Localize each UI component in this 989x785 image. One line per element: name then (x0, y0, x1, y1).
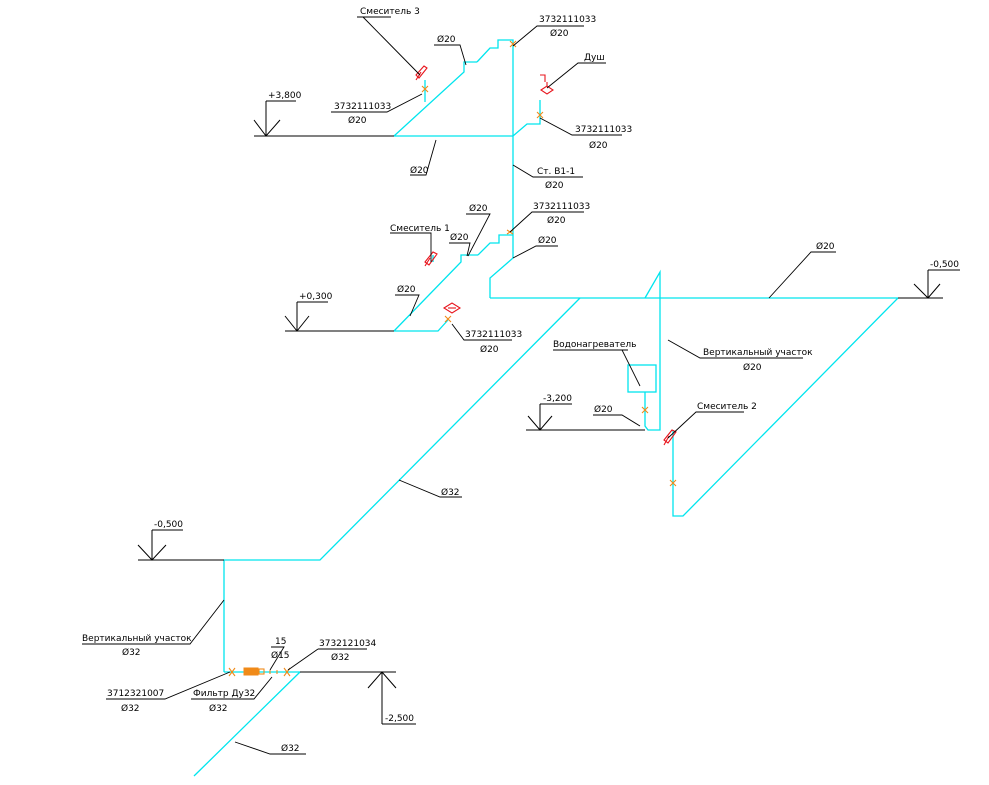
label-shower: Душ (584, 53, 605, 63)
water-heater-box (627, 364, 657, 393)
level-mark-0500-left (137, 529, 224, 561)
level-mark-0300 (284, 301, 394, 332)
pipe-floor3-horizontal (393, 61, 477, 137)
water-meter-icon (243, 667, 259, 676)
valve-inlet-left-icon (228, 667, 236, 677)
label-d20-riser-lower: Ø20 (538, 235, 557, 246)
pipe-inlet-diagonal (193, 671, 301, 777)
label-inlet-valve-code: 3732121034 (319, 639, 377, 649)
inlet-small-fittings-icon (269, 670, 278, 674)
valve-floor3-icon (421, 85, 429, 93)
label-riser-valve-d: Ø20 (547, 215, 566, 226)
valve-mixer2-icon (669, 479, 677, 487)
label-top-valve-d: Ø20 (550, 28, 569, 39)
label-v1-d: Ø20 (480, 344, 499, 355)
pipe-floor1-branch (394, 319, 449, 332)
label-mixer1: Смеситель 1 (390, 224, 450, 234)
label-vert-right-d: Ø20 (743, 362, 762, 373)
label-d20-floor1: Ø20 (397, 284, 416, 295)
label-d20-main-right: Ø20 (816, 241, 835, 252)
label-level-3200: -3,200 (543, 394, 572, 404)
label-inlet-valve-d: Ø32 (331, 652, 350, 663)
label-mixer3: Смеситель 3 (360, 7, 420, 17)
label-d15: Ø15 (271, 650, 290, 661)
label-v1-code: 3732111033 (465, 330, 522, 340)
pipe-floor3-branch (394, 100, 541, 137)
label-level-0500-right: -0,500 (930, 260, 959, 270)
level-mark-2500 (300, 671, 416, 725)
pipe-vertical-heater (644, 269, 661, 431)
label-v3-code: 3732111033 (334, 102, 391, 112)
valve-floor1-icon (444, 315, 452, 323)
label-filter-d: Ø32 (209, 703, 228, 714)
valves (228, 40, 677, 677)
valve-heater-icon (641, 406, 649, 414)
label-heater: Водонагреватель (553, 340, 636, 350)
mixer1-icon (424, 251, 438, 267)
label-left-valve-code: 3712321007 (107, 689, 164, 699)
label-vert-right: Вертикальный участок (703, 348, 813, 358)
fixtures (415, 65, 677, 446)
label-filter: Фильтр Ду32 (193, 689, 255, 699)
label-mixer2: Смеситель 2 (697, 402, 757, 412)
label-vert-left: Вертикальный участок (82, 634, 192, 644)
filter-icon (258, 668, 265, 675)
label-d20-mid: Ø20 (469, 203, 488, 214)
label-d20-mixer1: Ø20 (450, 232, 469, 243)
shower-icon (540, 74, 554, 95)
leader-lines (82, 16, 836, 755)
label-d32-inlet: Ø32 (281, 743, 300, 754)
label-d20-heater: Ø20 (594, 404, 613, 415)
label-d20-mixer3: Ø20 (437, 34, 456, 45)
label-level-3800: +3,800 (268, 91, 302, 101)
pipe-floor1-horizontal (393, 254, 478, 332)
label-shower-valve-d: Ø20 (589, 140, 608, 151)
level-mark-3800 (253, 100, 394, 137)
label-level-0300: +0,300 (299, 292, 333, 302)
pipe-floor1-riser (477, 234, 513, 256)
level-mark-3200 (526, 403, 645, 431)
pipe-riser-v1-1 (489, 136, 514, 298)
valve-top-icon (509, 40, 517, 48)
annotations: Смеситель 3 Ø20 3732111033 Ø20 Душ +3,80… (82, 7, 959, 754)
valve-shower-icon (536, 111, 544, 119)
label-vert-left-d: Ø32 (122, 647, 141, 658)
label-riser-valve-code: 3732111033 (533, 202, 590, 212)
pipe-floor3-riser-top (476, 39, 514, 136)
label-n15: 15 (275, 637, 286, 647)
label-top-valve-code: 3732111033 (539, 15, 596, 25)
pipe-diagonal-right (672, 297, 899, 517)
label-riser-d: Ø20 (545, 180, 564, 191)
label-left-valve-d: Ø32 (121, 703, 140, 714)
mixer3-icon (415, 65, 428, 81)
label-d32-diagonal: Ø32 (441, 487, 460, 498)
label-level-0500-left: -0,500 (154, 520, 183, 530)
label-v3-d: Ø20 (348, 115, 367, 126)
label-d20-floor3: Ø20 (410, 165, 429, 176)
label-riser: Ст. В1-1 (537, 167, 575, 177)
pipe-diagonal-d32 (223, 297, 581, 672)
level-mark-0500-right (898, 269, 960, 299)
pipe-network (193, 39, 899, 777)
label-shower-valve-code: 3732111033 (575, 125, 632, 135)
floor1-fixture-icon (442, 302, 462, 314)
label-level-2500: -2,500 (385, 714, 414, 724)
level-marks (137, 100, 960, 725)
